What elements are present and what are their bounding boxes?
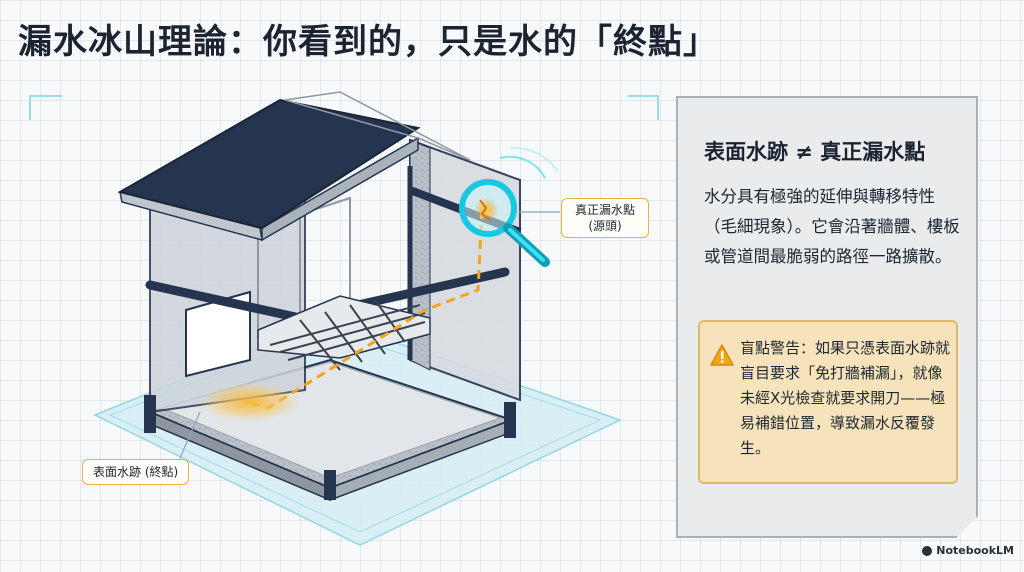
frame-corners [29, 95, 659, 120]
notebooklm-icon [922, 545, 933, 556]
warning-box: 盲點警告：如果只憑表面水跡就盲目要求「免打牆補漏」，就像未經X光檢查就要求開刀—… [698, 320, 958, 484]
brand-name: NotebookLM [936, 544, 1014, 557]
panel-body-text: 水分具有極強的延伸與轉移特性（毛細現象）。它會沿著牆體、樓板或管道間最脆弱的路徑… [704, 187, 960, 266]
upper-slab [257, 295, 431, 359]
roof-top [117, 98, 421, 230]
surface-water-stain [198, 382, 302, 422]
magnifier-icon [459, 147, 559, 267]
house-cutaway-diagram [29, 91, 659, 546]
warning-text: 盲點警告：如果只憑表面水跡就盲目要求「免打牆補漏」，就像未經X光檢查就要求開刀—… [740, 339, 951, 457]
columns [144, 395, 516, 500]
water-path [247, 209, 484, 410]
info-panel: 表面水跡 ≠ 真正漏水點 水分具有極強的延伸與轉移特性（毛細現象）。它會沿著牆體… [676, 96, 978, 538]
panel-heading: 表面水跡 ≠ 真正漏水點 [704, 140, 926, 164]
warning-triangle-icon [710, 344, 734, 366]
page-title: 漏水冰山理論：你看到的，只是水的「終點」 [18, 22, 718, 62]
leak-source-label: 真正漏水點 (源頭) [561, 198, 649, 239]
surface-water-label: 表面水跡 (終點) [82, 459, 190, 486]
brand-logo: NotebookLM [922, 544, 1014, 557]
roof-front [261, 136, 419, 242]
